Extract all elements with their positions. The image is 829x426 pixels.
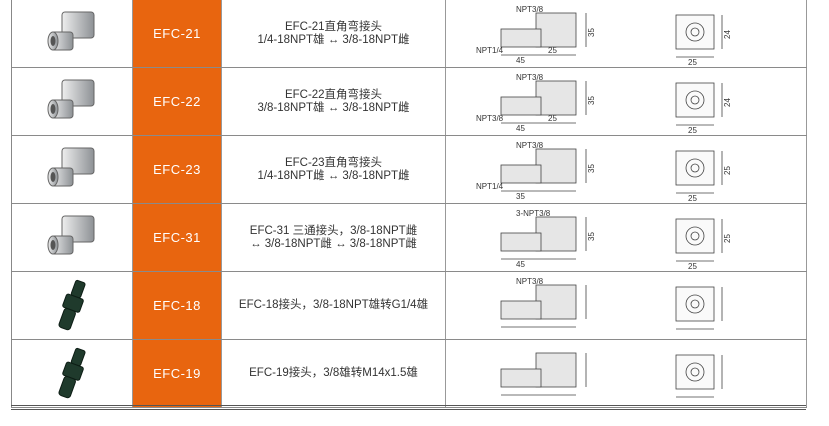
product-photo [12,272,133,339]
product-description: EFC-31 三通接头，3/8-18NPT雌 ↔ 3/8-18NPT雌 ↔ 3/… [222,204,446,271]
dim-label-h: 35 [587,163,596,172]
technical-drawing: 3-NPT3/8 45 35 25 25 [446,204,807,271]
dim-label-h: 35 [587,95,596,104]
product-photo [12,136,133,203]
table-bottom-rule [11,405,806,410]
product-table: EFC-21 EFC-21直角弯接头 1/4-18NPT雄 ↔ 3/8-18NP… [11,0,807,408]
product-code: EFC-19 [133,340,222,407]
description-line-1: EFC-31 三通接头，3/8-18NPT雌 [249,224,418,237]
dim-label-endw: 25 [688,262,697,269]
dim-label-h: 35 [587,27,596,36]
product-code: EFC-31 [133,204,222,271]
dim-label-endw: 25 [688,58,697,65]
description-line-1: EFC-21直角弯接头 [284,20,383,33]
dim-label-endw: 25 [688,194,697,201]
dim-label-top: NPT3/8 [516,141,544,150]
dim-label-side: NPT1/4 [476,46,504,55]
dim-label-w: 25 [548,114,557,123]
product-description: EFC-19接头，3/8雄转M14x1.5雄 [222,340,446,407]
dim-label-endw: 25 [688,126,697,133]
product-photo [12,340,133,407]
description-line-1: EFC-22直角弯接头 [284,88,383,101]
dim-label-top: NPT3/8 [516,5,544,14]
dim-label-endh: 24 [723,29,732,38]
dim-label-len: 45 [516,124,525,133]
product-code: EFC-22 [133,68,222,135]
dim-label-top: NPT3/8 [516,73,544,82]
product-description: EFC-18接头，3/8-18NPT雄转G1/4雄 [222,272,446,339]
table-row: EFC-21 EFC-21直角弯接头 1/4-18NPT雄 ↔ 3/8-18NP… [12,0,807,68]
product-code: EFC-23 [133,136,222,203]
description-line-2: ↔ 3/8-18NPT雌 ↔ 3/8-18NPT雌 [250,237,417,250]
table-row: EFC-31 EFC-31 三通接头，3/8-18NPT雌 ↔ 3/8-18NP… [12,204,807,272]
dim-label-top: NPT3/8 [516,277,544,286]
product-photo [12,204,133,271]
table-row: EFC-22 EFC-22直角弯接头 3/8-18NPT雄 ↔ 3/8-18NP… [12,68,807,136]
technical-drawing [446,340,807,407]
table-row: EFC-19 EFC-19接头，3/8雄转M14x1.5雄 [12,340,807,408]
dim-label-endh: 24 [723,97,732,106]
technical-drawing: NPT3/8 [446,272,807,339]
description-line-2: 1/4-18NPT雌 ↔ 3/8-18NPT雌 [257,169,410,182]
dim-label-len: 35 [516,192,525,201]
product-photo [12,0,133,67]
description-line-2: 1/4-18NPT雄 ↔ 3/8-18NPT雌 [257,33,410,46]
description-line-1: EFC-18接头，3/8-18NPT雄转G1/4雄 [238,299,429,311]
table-row: EFC-23 EFC-23直角弯接头 1/4-18NPT雌 ↔ 3/8-18NP… [12,136,807,204]
description-line-2: 3/8-18NPT雄 ↔ 3/8-18NPT雌 [257,101,410,114]
dim-label-w: 25 [548,46,557,55]
dim-label-len: 45 [516,56,525,65]
dim-label-endh: 25 [723,165,732,174]
dim-label-endh: 25 [723,233,732,242]
product-photo [12,68,133,135]
product-description: EFC-21直角弯接头 1/4-18NPT雄 ↔ 3/8-18NPT雌 [222,0,446,67]
dim-label-side: NPT3/8 [476,114,504,123]
dim-label-top: 3-NPT3/8 [516,209,551,218]
product-code: EFC-18 [133,272,222,339]
product-description: EFC-23直角弯接头 1/4-18NPT雌 ↔ 3/8-18NPT雌 [222,136,446,203]
table-row: EFC-18 EFC-18接头，3/8-18NPT雄转G1/4雄 NPT3/8 [12,272,807,340]
description-line-1: EFC-19接头，3/8雄转M14x1.5雄 [249,367,418,379]
product-code: EFC-21 [133,0,222,67]
dim-label-h: 35 [587,231,596,240]
dim-label-side: NPT1/4 [476,182,504,191]
product-description: EFC-22直角弯接头 3/8-18NPT雄 ↔ 3/8-18NPT雌 [222,68,446,135]
description-line-1: EFC-23直角弯接头 [284,156,383,169]
dim-label-len: 45 [516,260,525,269]
